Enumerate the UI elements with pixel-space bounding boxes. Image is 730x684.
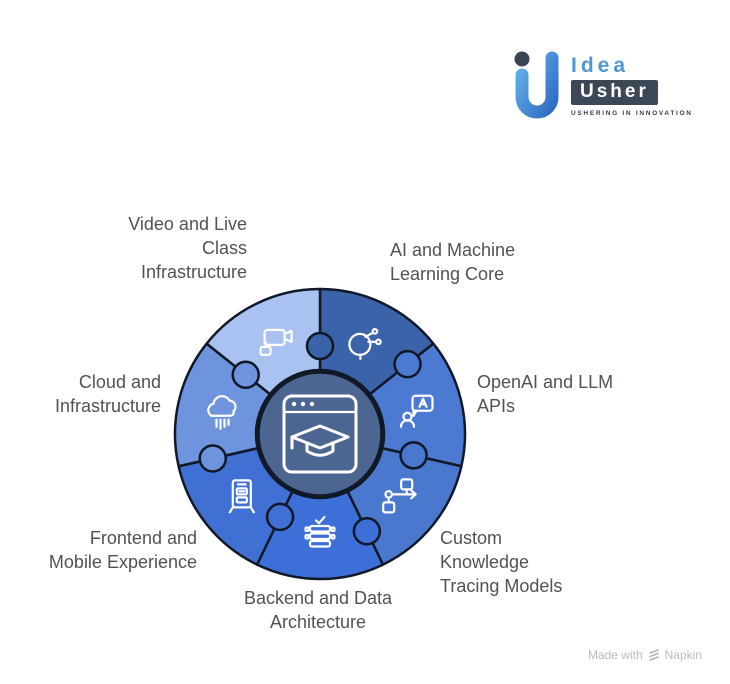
puzzle-knob [393, 349, 422, 379]
puzzle-knob [352, 517, 382, 546]
napkin-icon [648, 649, 659, 661]
database-stack-icon [304, 515, 336, 548]
segment-video-live [205, 287, 322, 396]
made-with-napkin[interactable]: Made with Napkin [588, 648, 702, 662]
puzzle-knob [231, 360, 260, 390]
logo-tagline: USHERING IN INNOVATION [571, 110, 693, 117]
server-rack-icon [228, 479, 255, 514]
chat-translate-icon [399, 394, 434, 428]
puzzle-knob [305, 331, 335, 361]
ai-head-icon [348, 328, 382, 361]
segment-cloud-infra [173, 342, 272, 468]
puzzle-knob [265, 502, 295, 532]
segment-openai-llm [368, 342, 467, 468]
logo-usher-text: Usher [571, 80, 658, 105]
brand-logo: Idea Usher USHERING IN INNOVATION [512, 50, 693, 124]
logo-idea-text: Idea [571, 54, 630, 77]
puzzle-knob [399, 441, 428, 470]
cloud-compute-icon [207, 395, 237, 430]
center-hub [256, 370, 384, 498]
napkin-brand-text: Napkin [664, 648, 702, 662]
flowchart-icon [382, 478, 417, 514]
made-with-text: Made with [587, 648, 643, 662]
logo-u-icon [514, 51, 559, 119]
puzzle-knob [198, 444, 228, 473]
video-camera-icon [259, 328, 293, 357]
puzzle-wheel [173, 287, 467, 581]
learning-platform-icon [282, 394, 358, 474]
